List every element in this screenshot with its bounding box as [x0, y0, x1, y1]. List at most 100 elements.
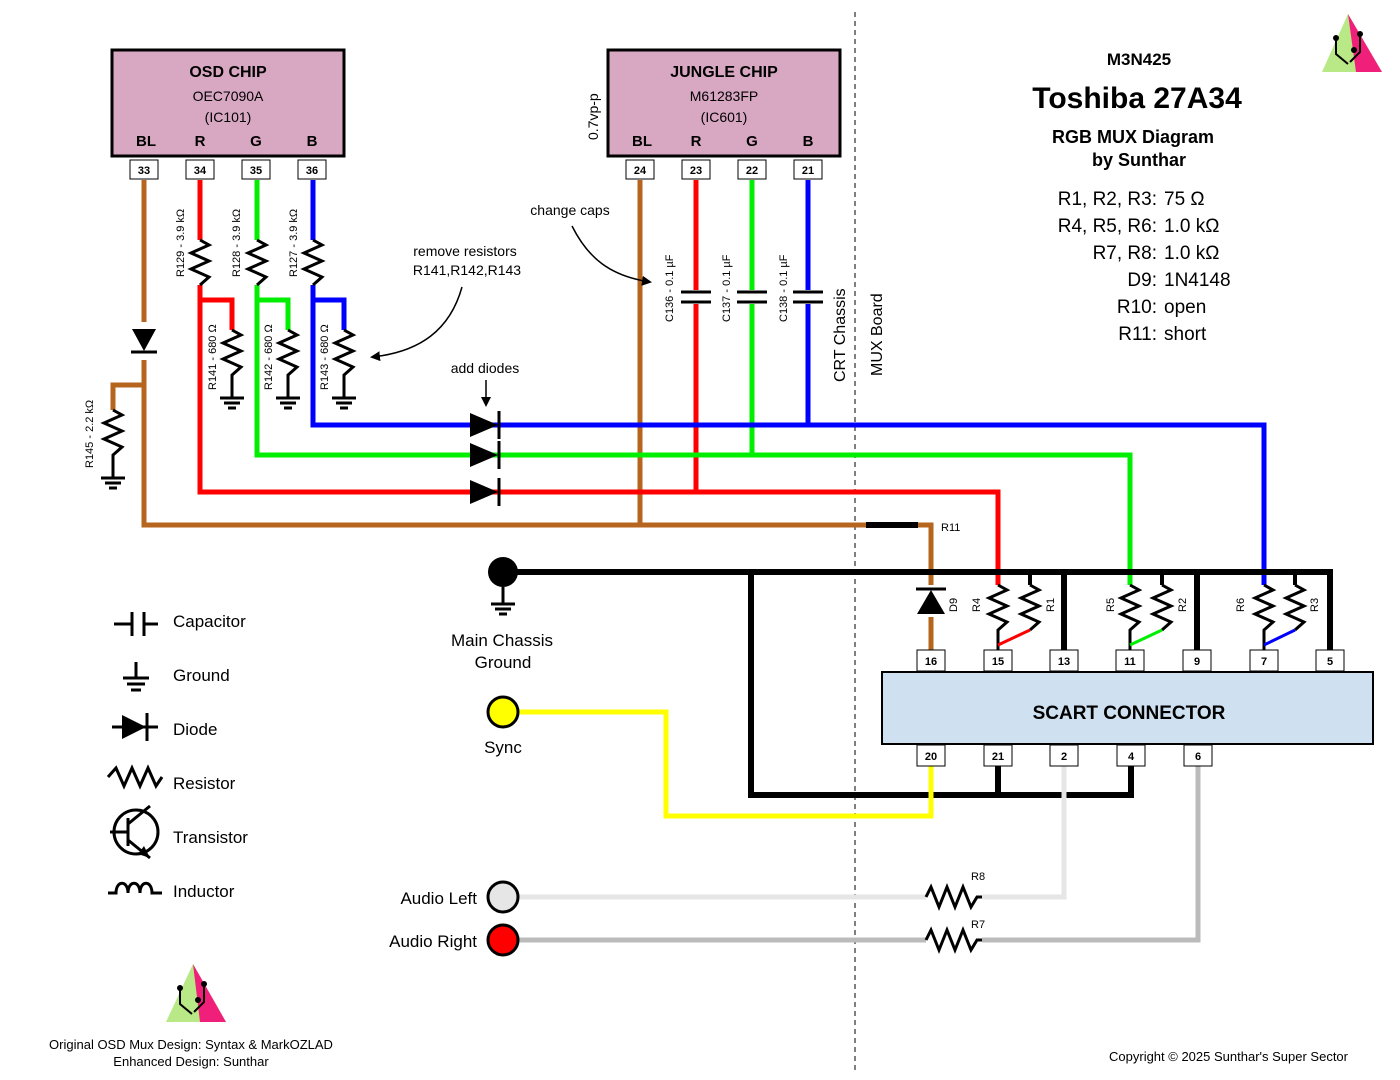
- legend-ground-label: Ground: [173, 666, 230, 685]
- r6-label: R6: [1235, 598, 1247, 612]
- sync-label: Sync: [484, 738, 522, 757]
- legend-inductor-label: Inductor: [173, 882, 235, 901]
- remove-resistors-text-2: R141,R142,R143: [413, 262, 521, 278]
- scart-top-pins: 16 15 13 11 9 7 5: [916, 649, 1345, 672]
- wire-green-main: [254, 285, 1133, 585]
- d9-label: D9: [948, 598, 960, 612]
- jungle-vpp-label: 0.7vp-p: [585, 93, 601, 140]
- wire-blue-r143: [313, 297, 347, 330]
- wire-red-main: [197, 285, 1001, 585]
- legend-capacitor: Capacitor: [114, 612, 246, 636]
- spec-value-2: 1.0 kΩ: [1164, 216, 1219, 237]
- scart-pin-6: 6: [1195, 751, 1201, 763]
- diode-bl: [131, 322, 157, 360]
- remove-resistors-arrow: [370, 286, 463, 362]
- osd-pin-33: 33: [138, 165, 150, 177]
- logo-bottom: [166, 964, 226, 1022]
- main-chassis-ground: Main Chassis Ground: [451, 557, 553, 672]
- osd-chip-title: OSD CHIP: [189, 64, 267, 81]
- audio-right-label: Audio Right: [389, 932, 477, 951]
- r1-link: [997, 628, 1031, 647]
- osd-pin-b-label: B: [307, 133, 318, 150]
- r129-label: R129 - 3.9 kΩ: [175, 209, 187, 277]
- osd-chip: OSD CHIP OEC7090A (IC101) BL R G B 33 34…: [110, 48, 346, 180]
- wire-sync: [503, 709, 934, 819]
- legend-transistor: Transistor: [110, 804, 248, 860]
- wire-ground-bus: [503, 569, 1333, 655]
- jungle-chip-part: M61283FP: [690, 88, 758, 104]
- credit-line-2: Enhanced Design: Sunthar: [113, 1054, 269, 1069]
- scart-pin-20: 20: [925, 751, 937, 763]
- c136-label: C136 - 0.1 µF: [664, 254, 676, 322]
- jungle-pin-24: 24: [634, 165, 647, 177]
- change-caps-text: change caps: [530, 202, 609, 218]
- r7-label: R7: [971, 919, 985, 931]
- r128-label: R128 - 3.9 kΩ: [231, 209, 243, 277]
- r3-label: R3: [1309, 598, 1321, 612]
- title-block: M3N425 Toshiba 27A34 RGB MUX Diagram by …: [1032, 50, 1242, 170]
- spec-label-2: R4, R5, R6:: [1058, 216, 1157, 237]
- r127-label: R127 - 3.9 kΩ: [288, 209, 300, 277]
- jungle-pin-g-label: G: [746, 133, 758, 150]
- diode-d9: D9: [916, 585, 960, 617]
- r143-label: R143 - 680 Ω: [319, 324, 331, 390]
- osd-grounds: [101, 396, 356, 490]
- r143-symbol: [331, 328, 357, 398]
- scart-pin-7: 7: [1261, 656, 1267, 668]
- osd-pin-r-label: R: [195, 133, 206, 150]
- legend-resistor-label: Resistor: [173, 774, 236, 793]
- legend-diode: Diode: [112, 713, 217, 741]
- r3-link: [1263, 628, 1296, 647]
- osd-resistors: [100, 238, 357, 478]
- scart-bottom-pins: 20 21 2 4 6: [916, 744, 1213, 767]
- scart-pin-4: 4: [1128, 751, 1135, 763]
- scart-pin-5: 5: [1327, 656, 1333, 668]
- spec-label-6: R11:: [1118, 324, 1157, 345]
- ground-label-2: Ground: [475, 653, 532, 672]
- audio-left-label: Audio Left: [400, 889, 477, 908]
- audio-connectors: Audio Left Audio Right: [389, 880, 520, 957]
- legend-transistor-label: Transistor: [173, 828, 248, 847]
- jungle-pin-21: 21: [802, 165, 814, 177]
- wire-green-r142: [257, 297, 291, 330]
- jungle-capacitors: [680, 290, 824, 304]
- r4-label: R4: [971, 598, 983, 612]
- scart-pin-11: 11: [1124, 656, 1136, 668]
- r128-symbol: [244, 238, 270, 287]
- r5-label: R5: [1105, 598, 1117, 612]
- osd-chip-ref: (IC101): [205, 109, 252, 125]
- r141-label: R141 - 680 Ω: [207, 324, 219, 390]
- legend-resistor: Resistor: [106, 764, 236, 793]
- remove-resistors-text-1: remove resistors: [413, 243, 516, 259]
- page-title: Toshiba 27A34: [1032, 82, 1242, 115]
- spec-label-4: D9:: [1127, 270, 1157, 291]
- spec-value-3: 1.0 kΩ: [1164, 243, 1219, 264]
- spec-label-5: R10:: [1117, 297, 1157, 318]
- wire-ground-loop: [748, 572, 1134, 798]
- c138-label: C138 - 0.1 µF: [778, 254, 790, 322]
- osd-pin-36: 36: [306, 165, 318, 177]
- scart-resistors: [985, 583, 1308, 655]
- legend: Capacitor Ground Diode Resistor Transist…: [106, 612, 248, 901]
- wire-red-r141: [200, 297, 235, 330]
- audio-resistors: R8 R7: [924, 871, 985, 955]
- jungle-pin-r-label: R: [691, 133, 702, 150]
- capacitor-labels: C136 - 0.1 µF C137 - 0.1 µF C138 - 0.1 µ…: [664, 254, 790, 322]
- diagram-subtitle: RGB MUX Diagram: [1052, 127, 1214, 147]
- legend-inductor: Inductor: [108, 881, 235, 901]
- scart-pin-13: 13: [1058, 656, 1070, 668]
- credits: Original OSD Mux Design: Syntax & MarkOZ…: [49, 1037, 1349, 1069]
- jungle-chip: JUNGLE CHIP M61283FP (IC601) BL R G B 24…: [606, 48, 842, 180]
- jungle-pin-22: 22: [746, 165, 758, 177]
- spec-value-5: open: [1164, 297, 1206, 318]
- jungle-pin-bl-label: BL: [632, 133, 652, 150]
- r5-symbol: [1117, 583, 1143, 655]
- osd-pin-g-label: G: [250, 133, 262, 150]
- r6-symbol: [1251, 583, 1277, 655]
- copyright: Copyright © 2025 Sunthar's Super Sector: [1109, 1049, 1349, 1064]
- wire-blue-main: [310, 285, 1267, 585]
- scart-pin-2: 2: [1061, 751, 1067, 763]
- spec-list: R1, R2, R3: 75 Ω R4, R5, R6: 1.0 kΩ R7, …: [1058, 189, 1231, 345]
- r142-symbol: [275, 328, 301, 398]
- jungle-pin-23: 23: [690, 165, 702, 177]
